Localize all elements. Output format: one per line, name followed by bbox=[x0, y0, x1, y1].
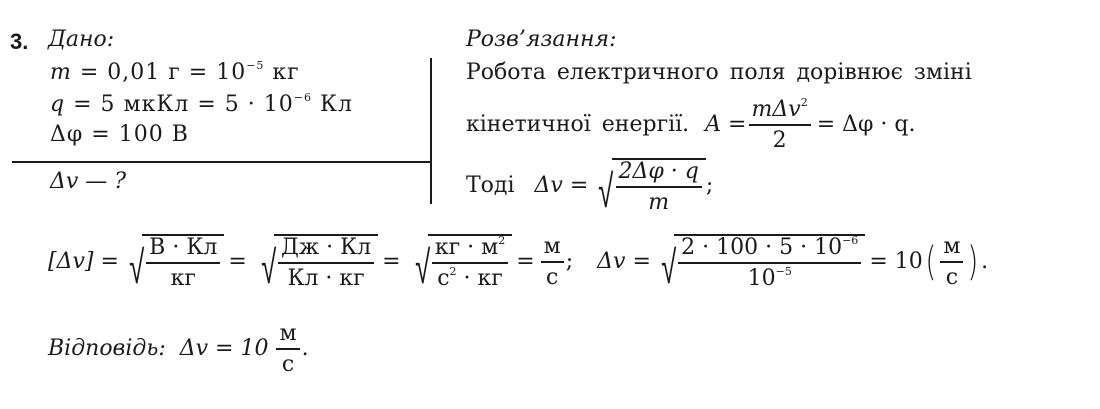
velocity-formula-line: Тоді Δv = √ 2Δφ · q m ; bbox=[466, 158, 714, 219]
radical-sign-icon: √ bbox=[598, 164, 614, 219]
find-quantity: Δv — ? bbox=[50, 169, 127, 194]
calculation: Δv = bbox=[597, 249, 651, 275]
square-root: √ 2Δφ · q m bbox=[588, 158, 706, 214]
left-paren-icon: ( bbox=[925, 239, 937, 286]
given-heading: Дано: bbox=[48, 27, 115, 52]
given-potential-difference: Δφ = 100 В bbox=[50, 122, 189, 147]
radical-sign-icon: √ bbox=[661, 240, 677, 295]
work-formula-line: кінетичної енергії. A = mΔv2 2 = Δφ · q. bbox=[466, 96, 916, 154]
solution-line-1: Робота електричного поля дорівнює зміні bbox=[466, 60, 972, 85]
given-vertical-divider bbox=[430, 58, 432, 204]
right-paren-icon: ) bbox=[967, 239, 979, 286]
radical-sign-icon: √ bbox=[129, 240, 145, 295]
given-mass: m = 0,01 г = 10−5 кг bbox=[50, 59, 300, 85]
radical-sign-icon: √ bbox=[414, 240, 430, 295]
radical-sign-icon: √ bbox=[260, 240, 277, 295]
given-charge: q = 5 мкКл = 5 · 10−6 Кл bbox=[50, 91, 353, 117]
problem-number: 3. bbox=[10, 29, 29, 54]
given-divider bbox=[12, 161, 431, 163]
kinetic-energy-fraction: mΔv2 2 bbox=[748, 97, 811, 152]
solution-heading: Розв’язання: bbox=[466, 27, 617, 52]
